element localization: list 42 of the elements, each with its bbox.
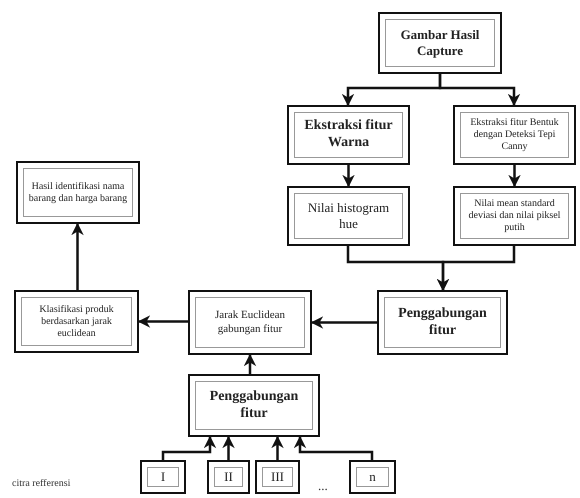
caption-text: citra refferensi [12, 478, 70, 489]
box-label: Jarak Euclidean gabungan fitur [195, 297, 305, 348]
arrow [294, 436, 374, 460]
box-label: Penggabungan fitur [195, 381, 313, 430]
process-box [287, 186, 410, 246]
arrow [436, 246, 516, 292]
process-box [287, 105, 410, 165]
arrow [271, 436, 284, 460]
arrow [71, 222, 84, 290]
box-label: III [262, 467, 293, 487]
box-label: II [214, 467, 243, 487]
process-box [349, 460, 396, 494]
ellipsis-text: ... [318, 478, 328, 494]
box-label: Nilai mean standard deviasi dan nilai piksel putih [460, 193, 569, 239]
box-label: I [147, 467, 179, 487]
arrow [508, 165, 521, 188]
arrow [244, 354, 256, 374]
process-box [16, 161, 140, 224]
arrow [162, 436, 216, 460]
box-label: Gambar Hasil Capture [385, 19, 495, 67]
process-box [207, 460, 250, 494]
process-box [378, 12, 502, 74]
process-box [377, 290, 508, 355]
box-label: Hasil identifikasi nama barang dan harga barang [23, 168, 133, 217]
arrow [438, 74, 520, 106]
process-box [140, 460, 186, 494]
process-box [188, 374, 320, 437]
box-label: Ekstraksi fitur Warna [294, 112, 403, 158]
process-box [255, 460, 300, 494]
process-box [14, 290, 139, 353]
arrow [310, 316, 377, 329]
arrow [138, 315, 188, 328]
process-box [453, 105, 576, 165]
arrow [222, 436, 235, 460]
arrow [342, 165, 355, 188]
box-label: Ekstraksi fitur Bentuk dengan Deteksi Tepi Canny [460, 112, 569, 158]
box-label: Klasifikasi produk berdasarkan jarak euclidean [21, 297, 132, 346]
box-label: n [356, 467, 389, 487]
process-box [453, 186, 576, 246]
box-label: Penggabungan fitur [384, 297, 501, 348]
box-label: Nilai histogram hue [294, 193, 403, 239]
process-box [188, 290, 312, 355]
